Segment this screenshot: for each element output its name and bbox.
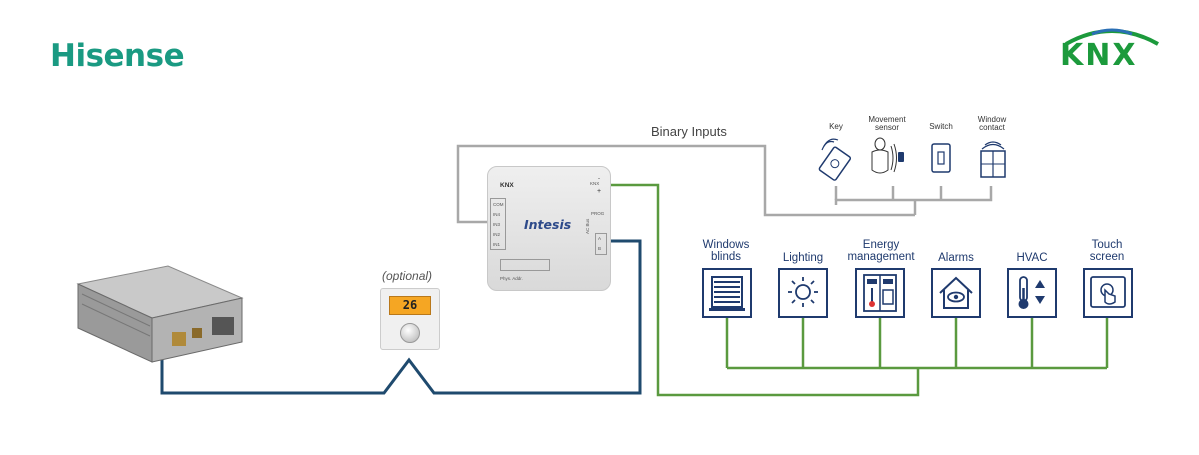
switch-icon	[931, 143, 951, 173]
device-label-lighting: Lighting	[782, 252, 824, 264]
thermostat-display: 26	[389, 296, 431, 315]
thermostat-dial-icon	[400, 323, 420, 343]
thermometer-icon	[1007, 268, 1057, 318]
knx-logo-arc	[1065, 28, 1159, 46]
ac-bus-line	[160, 239, 642, 395]
gateway-input-in1: IN1	[493, 242, 501, 247]
gateway-phys-addr-label: Phys. Addr.	[500, 276, 523, 281]
light-bulb-icon	[778, 268, 828, 318]
gateway-ac-terminal-b: B	[598, 246, 602, 251]
sensor-bus-line	[834, 186, 993, 205]
gateway-input-terminal	[490, 198, 506, 250]
device-label-windows-blinds: Windows blinds	[702, 239, 750, 263]
device-label-hvac: HVAC	[1016, 252, 1048, 264]
gateway-ac-bus-label: AC Bus	[585, 218, 590, 234]
device-label-energy-management: Energy management	[847, 239, 915, 263]
intesis-logo: Intesis	[524, 217, 572, 232]
sensor-label-switch: Switch	[929, 122, 953, 131]
window-contact-icon	[980, 141, 1006, 178]
knx-logo: KNX	[1060, 38, 1138, 73]
device-label-alarms: Alarms	[938, 252, 974, 264]
gateway-input-com: COM	[493, 202, 504, 207]
sensor-label-movement: Movement sensor	[868, 115, 906, 132]
gateway-input-in2: IN2	[493, 232, 501, 237]
sensor-label-key: Key	[829, 122, 843, 131]
svg-text:-: -	[598, 176, 600, 182]
binary-inputs-label: Binary Inputs	[651, 124, 727, 139]
indoor-ac-unit	[76, 265, 244, 363]
touch-screen-icon	[1083, 268, 1133, 318]
alarm-house-icon	[931, 268, 981, 318]
gateway-ac-terminal	[595, 233, 607, 255]
energy-meter-icon	[855, 268, 905, 318]
gateway-input-in3: IN3	[493, 222, 501, 227]
gateway-knx-label: KNX	[500, 182, 514, 189]
movement-sensor-icon	[871, 137, 904, 174]
knx-bus-line	[611, 183, 920, 397]
gateway-ac-terminal-a: A	[598, 236, 602, 241]
optional-label: (optional)	[382, 269, 433, 283]
hisense-logo: Hisense	[50, 38, 185, 74]
gateway-bus-terminal-label: KNX	[590, 181, 600, 186]
key-card-icon	[818, 138, 852, 181]
blinds-icon	[702, 268, 752, 318]
gateway-input-in4: IN4	[493, 212, 501, 217]
gateway-bus-terminal-icon: - +	[597, 176, 601, 195]
sensor-label-window-contact: Window contact	[977, 115, 1007, 132]
device-label-touch-screen: Touch screen	[1089, 239, 1125, 263]
binary-input-line	[456, 144, 915, 224]
gateway-prog-label: PROG	[591, 211, 605, 216]
svg-text:+: +	[597, 188, 601, 195]
gateway-address-slot	[500, 259, 550, 271]
